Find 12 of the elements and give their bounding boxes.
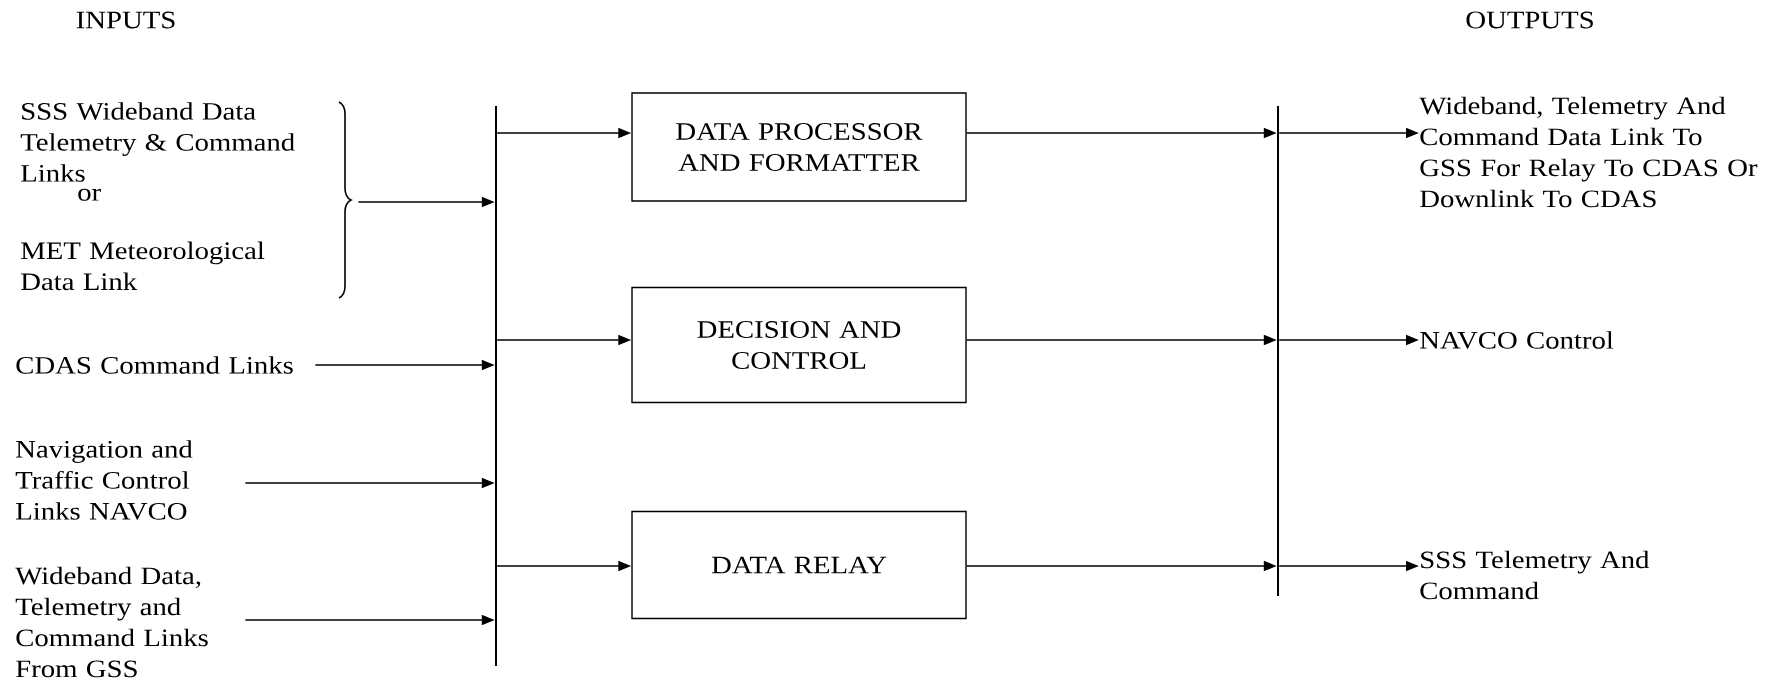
process-box: DATA RELAY: [631, 510, 967, 620]
column-heading: INPUTS: [76, 11, 175, 29]
output-label: NAVCO Control: [1420, 331, 1614, 349]
input-label: Navigation and Traffic Control Links NAVCO: [15, 440, 193, 520]
process-box: DATA PROCESSOR AND FORMATTER: [631, 92, 967, 202]
output-label: Wideband, Telemetry And Command Data Link To GSS For Relay To CDAS Or Downlink To CDAS: [1419, 96, 1758, 208]
process-box: DECISION AND CONTROL: [631, 286, 967, 404]
input-label: SSS Wideband Data Telemetry & Command Links or MET Meteorological Data Link: [20, 102, 295, 291]
input-label: Wideband Data, Telemetry and Command Links From GSS: [15, 566, 208, 678]
input-label: CDAS Command Links: [16, 356, 293, 374]
column-heading: OUTPUTS: [1466, 11, 1593, 29]
output-label: SSS Telemetry And Command: [1420, 550, 1650, 600]
